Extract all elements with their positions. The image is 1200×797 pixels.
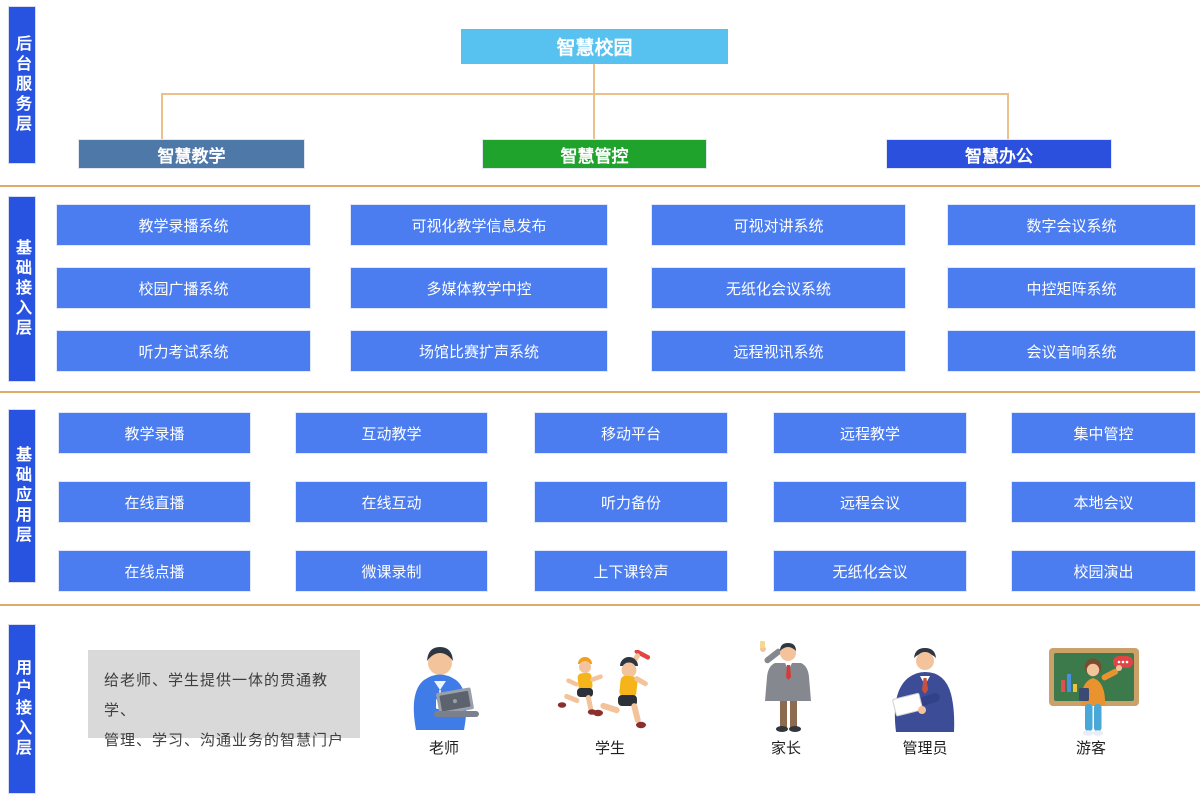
module-box: 教学录播	[58, 412, 251, 454]
sidebar-basic-application-layer: 基础应用层	[8, 409, 36, 583]
module-box: 教学录播系统	[56, 204, 311, 246]
module-box: 无纸化会议	[773, 550, 967, 592]
module-box: 互动教学	[295, 412, 488, 454]
divider-access-application	[0, 391, 1200, 393]
description-line-2: 管理、学习、沟通业务的智慧门户	[104, 731, 345, 749]
connector-vertical-left	[161, 93, 163, 140]
module-box: 本地会议	[1011, 481, 1196, 523]
description-line-1: 给老师、学生提供一体的贯通教学、	[104, 671, 329, 719]
sidebar-basic-access-layer: 基础接入层	[8, 196, 36, 382]
module-box: 中控矩阵系统	[947, 267, 1196, 309]
module-box: 在线点播	[58, 550, 251, 592]
branch-node-smart-teaching: 智慧教学	[78, 139, 305, 169]
module-box: 听力备份	[534, 481, 728, 523]
sidebar-user-access-layer: 用户接入层	[8, 624, 36, 794]
persona-label-admin: 管理员	[902, 739, 948, 757]
module-box: 上下课铃声	[534, 550, 728, 592]
module-box: 移动平台	[534, 412, 728, 454]
persona-label-visitor: 游客	[1075, 739, 1106, 757]
module-box: 远程教学	[773, 412, 967, 454]
module-box: 在线直播	[58, 481, 251, 523]
connector-vertical-right	[1007, 93, 1009, 140]
module-box: 数字会议系统	[947, 204, 1196, 246]
branch-node-smart-control: 智慧管控	[482, 139, 707, 169]
connector-vertical-center	[593, 64, 595, 140]
module-box: 校园演出	[1011, 550, 1196, 592]
module-box: 听力考试系统	[56, 330, 311, 372]
module-box: 场馆比赛扩声系统	[350, 330, 608, 372]
connector-horizontal	[161, 93, 1009, 95]
root-node-smart-campus: 智慧校园	[461, 29, 728, 64]
module-box: 无纸化会议系统	[651, 267, 906, 309]
divider-application-user	[0, 604, 1200, 606]
admin-illustration-icon	[878, 646, 970, 738]
module-box: 集中管控	[1011, 412, 1196, 454]
module-box: 校园广播系统	[56, 267, 311, 309]
module-box: 多媒体教学中控	[350, 267, 608, 309]
module-box: 远程会议	[773, 481, 967, 523]
parent-illustration-icon	[752, 640, 820, 738]
module-box: 微课录制	[295, 550, 488, 592]
students-illustration-icon	[550, 649, 675, 739]
sidebar-backend-service-layer: 后台服务层	[8, 6, 36, 164]
teacher-illustration-icon	[396, 642, 488, 738]
module-box: 远程视讯系统	[651, 330, 906, 372]
user-layer-description: 给老师、学生提供一体的贯通教学、 管理、学习、沟通业务的智慧门户	[88, 650, 360, 749]
divider-backend-access	[0, 185, 1200, 187]
module-box: 可视化教学信息发布	[350, 204, 608, 246]
persona-label-student: 学生	[594, 739, 625, 757]
module-box: 在线互动	[295, 481, 488, 523]
branch-node-smart-office: 智慧办公	[886, 139, 1112, 169]
persona-label-teacher: 老师	[428, 739, 459, 757]
persona-label-parent: 家长	[770, 739, 801, 757]
visitor-illustration-icon	[1033, 642, 1145, 743]
module-box: 可视对讲系统	[651, 204, 906, 246]
module-box: 会议音响系统	[947, 330, 1196, 372]
